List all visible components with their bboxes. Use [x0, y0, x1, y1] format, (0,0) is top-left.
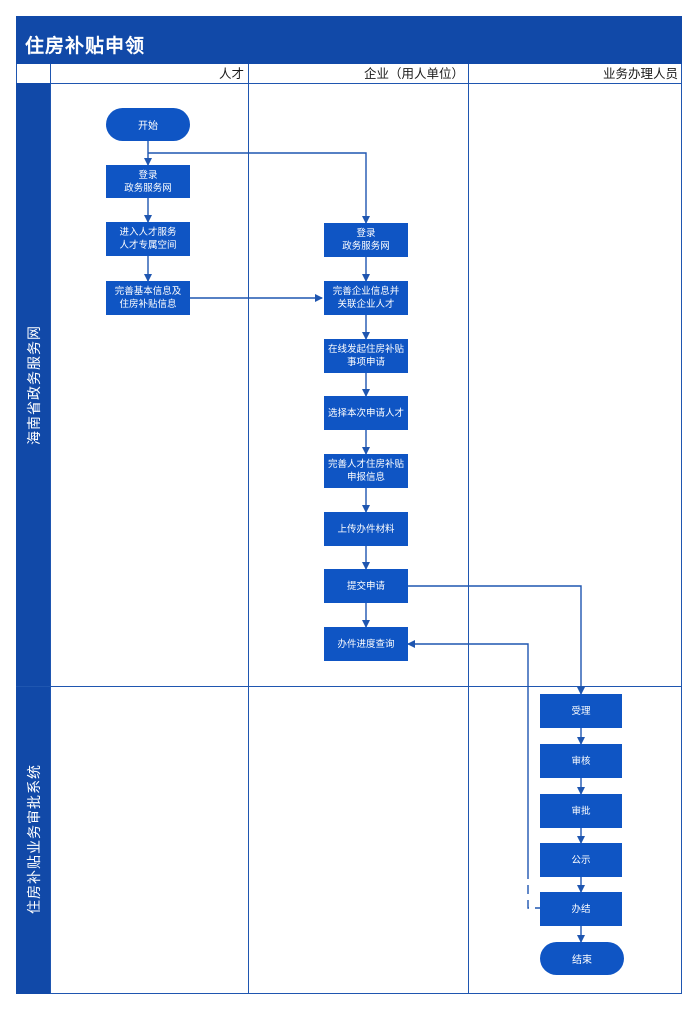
edge-feedback-dashed	[527, 870, 540, 909]
node-company-complete-info: 完善企业信息并 关联企业人才	[324, 281, 408, 315]
edge-feedback-to-cprogress	[407, 640, 529, 870]
node-company-fill-info: 完善人才住房补贴 申报信息	[324, 454, 408, 488]
section-band-gov-portal	[16, 83, 50, 686]
node-staff-approve: 审批	[540, 794, 622, 828]
node-end: 结束	[540, 942, 624, 975]
node-company-upload: 上传办件材料	[324, 512, 408, 546]
node-start: 开始	[106, 108, 190, 141]
edge-csubmit-to-saccept	[406, 585, 585, 695]
node-talent-complete-info: 完善基本信息及 住房补贴信息	[106, 281, 190, 315]
lane-divider-3	[468, 64, 469, 994]
node-staff-finish: 办结	[540, 892, 622, 926]
lane-divider-2	[248, 64, 249, 994]
node-staff-publicize: 公示	[540, 843, 622, 877]
lane-header-staff: 业务办理人员	[602, 66, 678, 81]
lane-header-company: 企业（用人单位）	[363, 66, 464, 81]
node-company-select-talent: 选择本次申请人才	[324, 396, 408, 430]
node-staff-accept: 受理	[540, 694, 622, 728]
node-talent-login: 登录 政务服务网	[106, 165, 190, 198]
node-staff-review: 审核	[540, 744, 622, 778]
node-company-initiate: 在线发起住房补贴 事项申请	[324, 339, 408, 373]
lane-header-talent: 人才	[218, 66, 244, 81]
edge-start-to-clogin	[148, 152, 370, 224]
header-divider	[16, 83, 682, 84]
node-company-progress: 办件进度查询	[324, 627, 408, 661]
node-company-login: 登录 政务服务网	[324, 223, 408, 257]
section-band-approval-system	[16, 687, 50, 994]
lane-divider-1	[50, 64, 51, 994]
node-talent-enter-space: 进入人才服务 人才专属空间	[106, 222, 190, 256]
node-company-submit: 提交申请	[324, 569, 408, 603]
diagram-title: 住房补贴申领	[16, 16, 682, 64]
section-divider	[16, 686, 682, 687]
